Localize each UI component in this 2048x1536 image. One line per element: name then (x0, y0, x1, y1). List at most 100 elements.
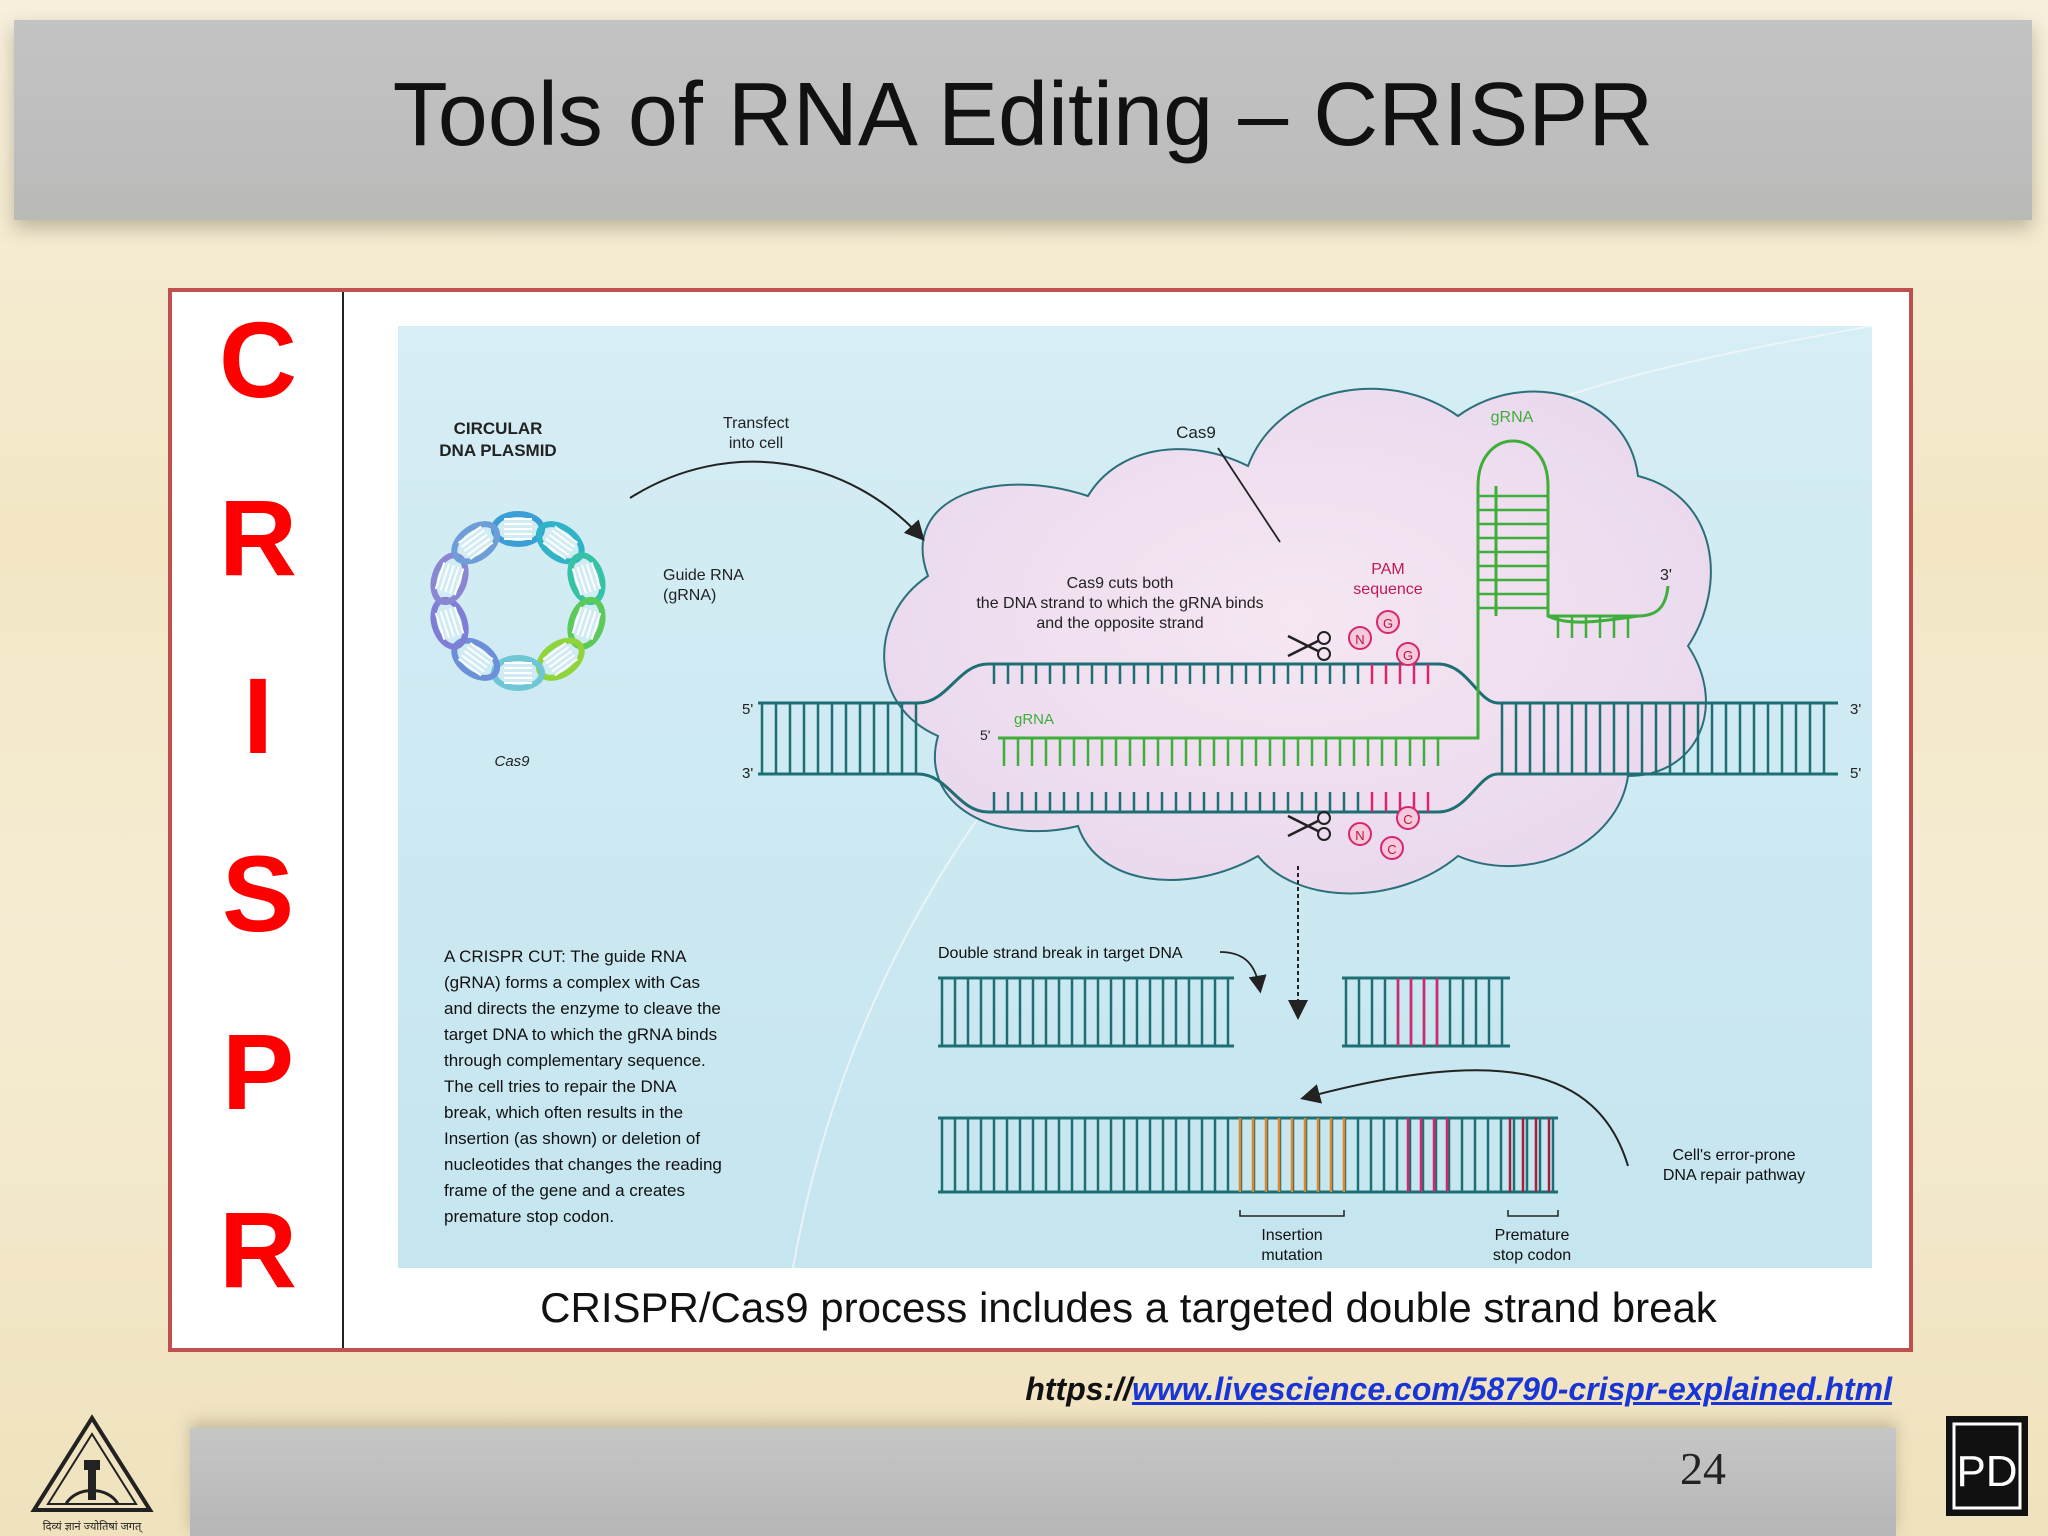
plasmid-label: CIRCULAR (454, 419, 543, 438)
cuts-label: the DNA strand to which the gRNA binds (976, 595, 1263, 612)
stop-codon-label: Premature (1495, 1227, 1570, 1244)
plasmid-rung (457, 525, 482, 544)
plasmid-rung (444, 565, 455, 593)
explanation-line: nucleotides that changes the reading (444, 1155, 722, 1174)
scissors-bottom-icon (1287, 811, 1331, 841)
plasmid-rung (463, 533, 488, 552)
svg-text:N: N (1355, 828, 1364, 843)
dna-strands (758, 662, 1838, 814)
plasmid-rung (545, 646, 570, 665)
acronym-letter: P (221, 1011, 295, 1132)
page-number: 24 (1680, 1443, 1726, 1494)
diagram-caption: CRISPR/Cas9 process includes a targeted … (540, 1284, 1717, 1331)
pam-label: PAM (1371, 561, 1404, 578)
cas9-label: Cas9 (1176, 423, 1216, 442)
plasmid-icon (430, 511, 606, 691)
plasmid-rung (590, 612, 602, 640)
acronym-letter: C (219, 299, 297, 420)
plasmid-rung (548, 533, 573, 552)
plasmid-rung (463, 650, 488, 669)
explanation-line: break, which often results in the (444, 1103, 683, 1122)
plasmid-rung (457, 658, 482, 677)
transfect-label: into cell (729, 435, 783, 452)
plasmid-rung (576, 566, 587, 594)
repair-arrow (1300, 1069, 1629, 1167)
cas9-pointer (1217, 447, 1281, 543)
plasmid-rung (434, 562, 446, 590)
plasmid-rung (453, 568, 465, 596)
explanation-line: and directs the enzyme to cleave the (444, 999, 721, 1018)
cuts-label: and the opposite strand (1036, 615, 1203, 632)
guide-rna-label: (gRNA) (663, 587, 716, 604)
dsb-arrow (1219, 951, 1267, 994)
plasmid-rung (469, 642, 494, 661)
plasmid-rung (590, 562, 602, 590)
plasmid-rung (542, 541, 567, 560)
plasmid-rung (439, 563, 451, 591)
transfect-label: Transfect (723, 415, 790, 432)
svg-text:C: C (1403, 812, 1412, 827)
explanation-line: (gRNA) forms a complex with Cas (444, 973, 700, 992)
source-link[interactable]: www.livescience.com/58790-crispr-explain… (1131, 1371, 1892, 1407)
crispr-diagram: CIRCULAR DNA PLASMID Cas9 Guide RNA (gRN… (398, 326, 1872, 1268)
plasmid-rung (576, 608, 587, 636)
grna-hairpin (1448, 439, 1670, 740)
explanation-line: frame of the gene and a creates (444, 1181, 685, 1200)
plasmid-rung (571, 606, 583, 634)
dsb-label: Double strand break in target DNA (938, 945, 1183, 962)
plasmid-rung (469, 541, 494, 560)
stop-codon-bracket (1507, 1210, 1559, 1217)
institute-logo: दिव्यं ज्ञानं ज्योतिषां जगत् (30, 1414, 154, 1533)
source-citation: https://www.livescience.com/58790-crispr… (1025, 1371, 1892, 1408)
plasmid-rung (453, 606, 465, 634)
broken-dna-left (938, 976, 1234, 1048)
acronym-column: C R I S P R (172, 292, 344, 1348)
three-prime-bottom-left: 3' (742, 765, 753, 782)
broken-dna-right (1342, 976, 1510, 1048)
acronym-letter: I (242, 655, 273, 776)
plasmid-rung (581, 565, 592, 593)
repaired-dna (938, 1116, 1558, 1194)
insertion-bracket (1239, 1210, 1345, 1217)
footer-bar (190, 1428, 1896, 1536)
plasmid-segment (451, 521, 501, 565)
plasmid-rung (434, 612, 446, 640)
plasmid-rung (444, 609, 455, 637)
plasmid-rung (551, 529, 576, 548)
plasmid-rung (548, 650, 573, 669)
plasmid-rung (581, 609, 592, 637)
explanation-line: Insertion (as shown) or deletion of (444, 1129, 700, 1148)
plasmid-cas9-label: Cas9 (494, 753, 530, 770)
pd-logo: PD (1946, 1416, 2028, 1516)
plasmid-rung (466, 537, 491, 556)
plasmid-rung (585, 563, 597, 591)
svg-text:PD: PD (1956, 1447, 2017, 1496)
grna-strand-five-prime: 5' (980, 727, 990, 743)
plasmid-rung (466, 646, 491, 665)
plasmid-rung (460, 654, 485, 673)
svg-text:G: G (1403, 648, 1413, 663)
acronym-letter: R (219, 477, 297, 598)
plasmid-rung (554, 525, 579, 544)
svg-text:N: N (1355, 632, 1364, 647)
plasmid-rung (554, 658, 579, 677)
source-prefix: https:// (1025, 1371, 1132, 1407)
stop-codon-label: stop codon (1493, 1247, 1571, 1264)
pam-label: sequence (1353, 581, 1422, 598)
svg-text:दिव्यं ज्ञानं ज्योतिषां जगत्: दिव्यं ज्ञानं ज्योतिषां जगत् (43, 1520, 143, 1533)
plasmid-rung (439, 611, 451, 639)
plasmid-label: DNA PLASMID (439, 441, 556, 460)
title-bar: Tools of RNA Editing – CRISPR (14, 20, 2032, 220)
insertion-label: mutation (1261, 1247, 1322, 1264)
plasmid-rung (571, 568, 583, 596)
explanation-line: The cell tries to repair the DNA (444, 1077, 677, 1096)
acronym-letter: S (221, 833, 295, 954)
grna-three-prime: 3' (1660, 567, 1672, 584)
pam-top-bases: N G G (1348, 610, 1420, 666)
plasmid-rung (545, 537, 570, 556)
svg-text:G: G (1383, 616, 1393, 631)
explanation-line: A CRISPR CUT: The guide RNA (444, 947, 687, 966)
plasmid-rung (542, 642, 567, 661)
plasmid-rung (449, 608, 460, 636)
slide-title: Tools of RNA Editing – CRISPR (392, 64, 1654, 165)
